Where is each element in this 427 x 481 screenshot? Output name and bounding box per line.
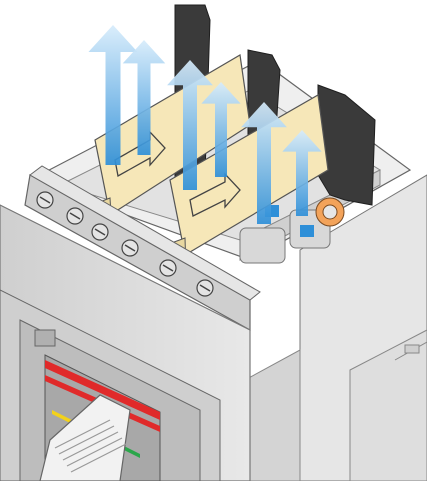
terminal-screw-head — [323, 205, 337, 219]
phase-barrier — [318, 85, 375, 205]
terminal-slot-marker — [300, 225, 314, 237]
lock-slot — [35, 330, 55, 346]
terminal-pocket-left — [240, 228, 285, 263]
